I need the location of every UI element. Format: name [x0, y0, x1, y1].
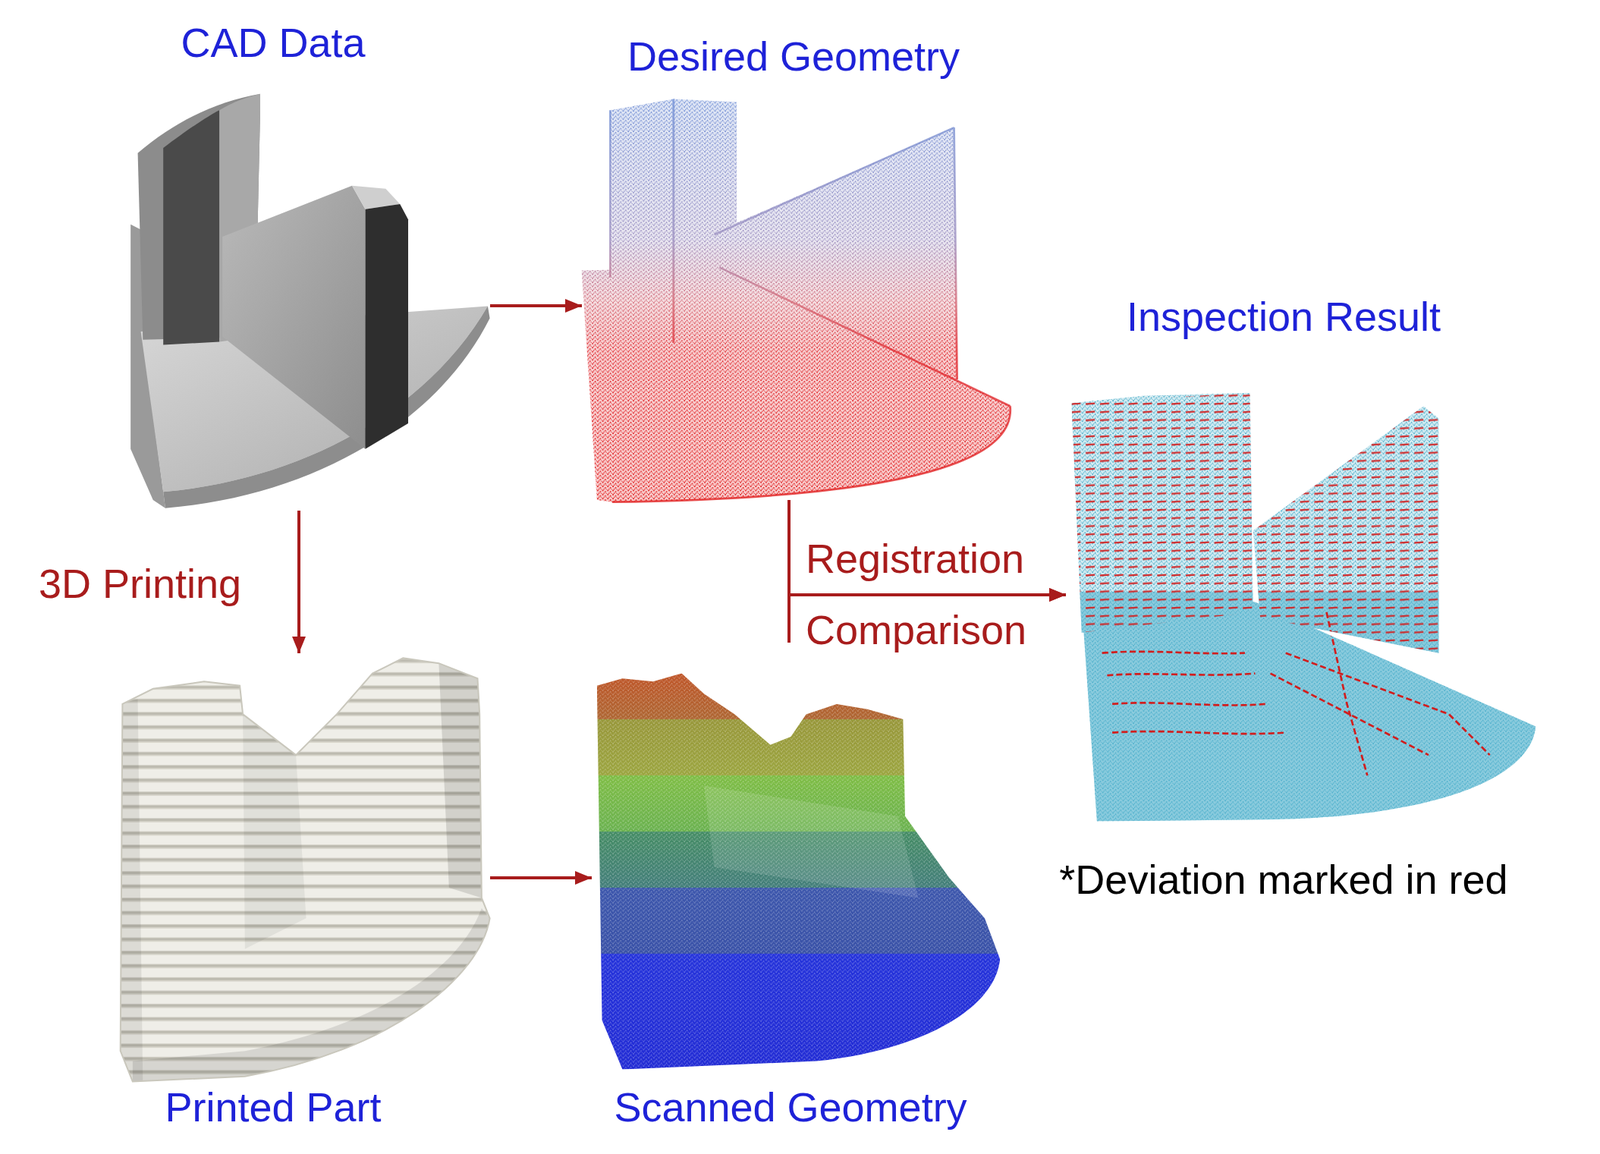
edge-label: 3D Printing: [38, 559, 242, 607]
edge-label: Registration: [805, 534, 1025, 582]
flow-arrow: [490, 304, 582, 308]
flow-arrow: [788, 499, 1066, 595]
scanned-point-cloud: [591, 668, 1010, 1077]
cad-model: [130, 94, 490, 509]
edge-label: Comparison: [805, 606, 1027, 654]
cad-panel: CAD Data: [113, 15, 491, 511]
edge-label-box: Registration: [805, 534, 1025, 582]
panel-heading: Printed Part: [164, 1083, 381, 1131]
printed-part-photo: [112, 653, 500, 1092]
flow-arrow: [297, 510, 301, 654]
printed-part-panel: Printed Part: [113, 653, 491, 1139]
desired-geometry-panel: Desired Geometry: [581, 15, 1011, 500]
scanned-geometry-panel: Scanned Geometry: [591, 642, 1000, 1139]
flow-arrow: [490, 876, 592, 880]
cad-fin-side: [365, 204, 409, 450]
inspection-point-cloud: [1061, 387, 1552, 827]
panel-heading: Desired Geometry: [627, 32, 960, 80]
cad-left-wall-face: [163, 110, 220, 345]
note-box: *Deviation marked in red: [1059, 855, 1508, 903]
panel-heading: CAD Data: [180, 18, 365, 67]
edge-label-box: Comparison: [805, 606, 1027, 654]
desired-point-cloud: [581, 98, 1011, 502]
panel-heading: Scanned Geometry: [613, 1083, 967, 1131]
cad-fin-front: [222, 185, 365, 450]
panel-heading: Inspection Result: [1126, 292, 1441, 340]
edge-label-box: 3D Printing: [38, 559, 242, 607]
inspection-panel: Inspection Result: [1065, 280, 1541, 822]
note-text: *Deviation marked in red: [1059, 855, 1508, 903]
